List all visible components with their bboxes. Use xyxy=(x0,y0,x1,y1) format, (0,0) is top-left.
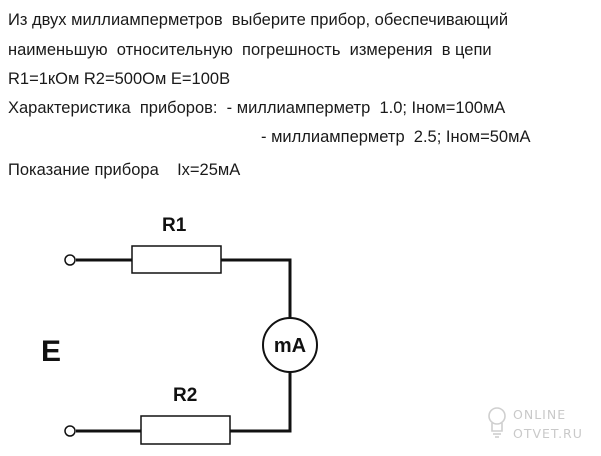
problem-text-line-2: наименьшую относительную погрешность изм… xyxy=(8,41,492,59)
resistor-r1 xyxy=(131,245,222,274)
problem-text-line-1: Из двух миллиамперметров выберите прибор… xyxy=(8,11,509,29)
instrument-spec-1: Характеристика приборов: - миллиампермет… xyxy=(8,99,506,117)
problem-given-values: R1=1кОм R2=500Ом E=100В xyxy=(8,70,231,88)
watermark-line-2: OTVET.RU xyxy=(513,426,583,441)
milliammeter xyxy=(262,317,318,373)
r2-label: R2 xyxy=(173,385,197,406)
r1-label: R1 xyxy=(162,215,187,236)
terminal-top xyxy=(64,254,76,266)
milliammeter-label: mA xyxy=(274,335,306,357)
watermark-line-1: ONLINE xyxy=(513,407,566,422)
source-label: E xyxy=(41,335,61,368)
watermark: ONLINE OTVET.RU xyxy=(488,407,583,441)
terminal-bottom xyxy=(64,425,76,437)
meter-reading: Показание прибора Ix=25мА xyxy=(8,161,241,179)
lightbulb-icon xyxy=(488,407,506,438)
resistor-r2 xyxy=(140,415,231,445)
instrument-spec-2: - миллиамперметр 2.5; Iном=50мА xyxy=(261,128,531,146)
